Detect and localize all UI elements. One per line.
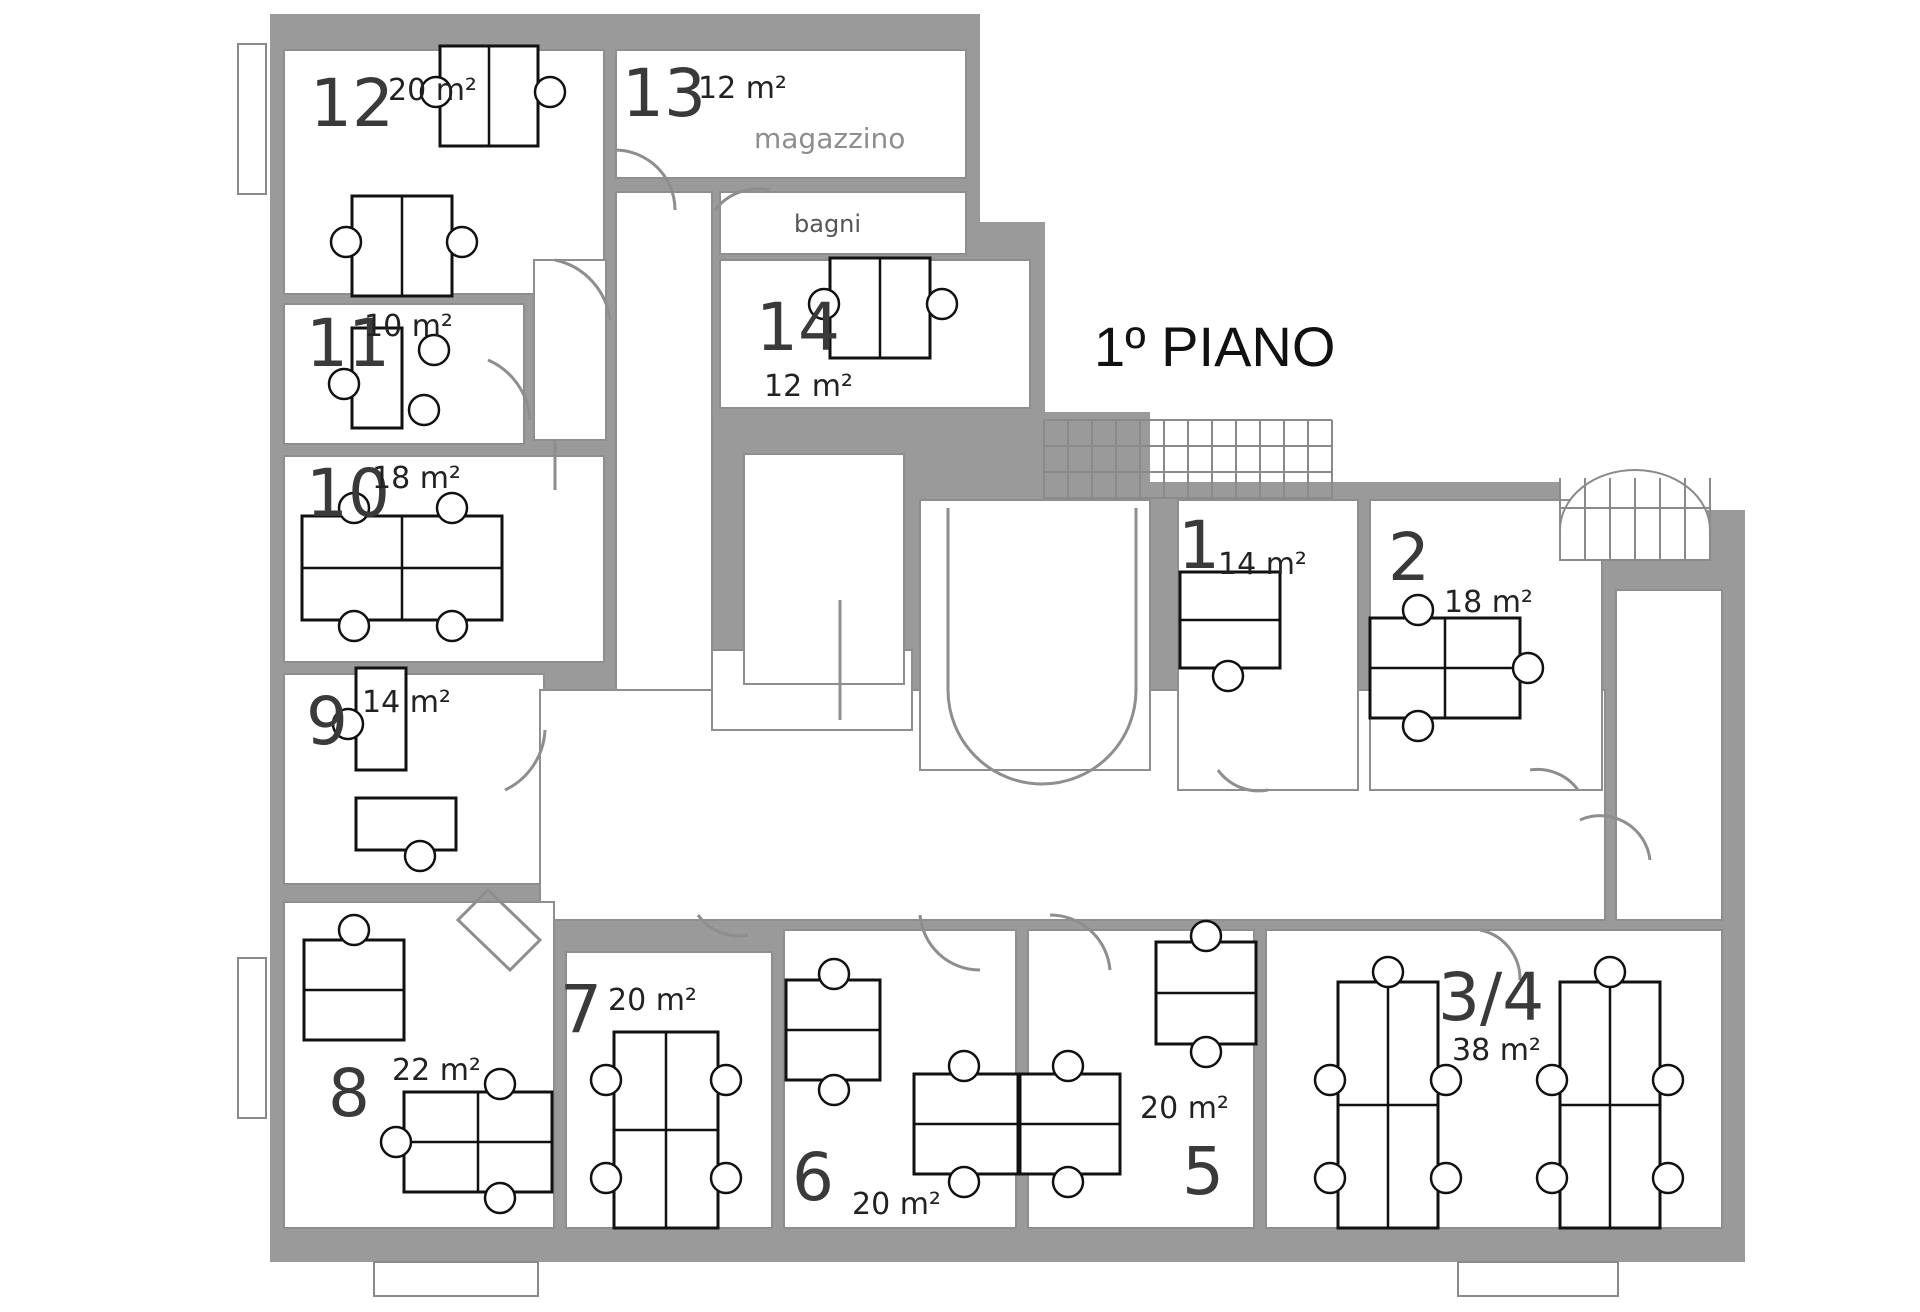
chair bbox=[329, 225, 363, 259]
bagni-label: bagni bbox=[794, 210, 861, 238]
chair bbox=[337, 609, 371, 643]
room-11-number: 11 bbox=[306, 305, 390, 382]
room-12-area: 20 m² bbox=[388, 73, 477, 108]
chair bbox=[589, 1063, 623, 1097]
desk bbox=[1018, 1072, 1122, 1176]
chair bbox=[1535, 1063, 1569, 1097]
chair bbox=[445, 225, 479, 259]
room-8-number: 8 bbox=[328, 1055, 370, 1132]
desk bbox=[354, 796, 458, 852]
room-2-number: 2 bbox=[1388, 519, 1430, 596]
chair bbox=[1051, 1049, 1085, 1083]
room-6-area: 20 m² bbox=[852, 1187, 941, 1222]
stair-and-doors bbox=[455, 148, 1652, 981]
room-10-area: 18 m² bbox=[372, 461, 461, 496]
desk bbox=[1558, 980, 1662, 1230]
chair bbox=[1371, 955, 1405, 989]
chair bbox=[709, 1161, 743, 1195]
chair bbox=[1593, 955, 1627, 989]
desk bbox=[300, 514, 504, 622]
chair bbox=[947, 1165, 981, 1199]
desk bbox=[350, 194, 454, 298]
room-1-number: 1 bbox=[1178, 507, 1220, 584]
room-9-number: 9 bbox=[306, 683, 348, 760]
chair bbox=[379, 1125, 413, 1159]
chair bbox=[1651, 1063, 1685, 1097]
terrace-grid bbox=[1043, 419, 1333, 499]
chair bbox=[407, 393, 441, 427]
room-3-4-number: 3/4 bbox=[1438, 959, 1544, 1036]
desk bbox=[1178, 570, 1282, 670]
room-13-number: 13 bbox=[622, 55, 706, 132]
desk bbox=[1368, 616, 1522, 720]
desk bbox=[612, 1030, 720, 1230]
chair bbox=[337, 491, 371, 525]
room-13-label: magazzino bbox=[754, 122, 905, 155]
furniture bbox=[300, 44, 1685, 1230]
chair bbox=[419, 75, 453, 109]
room-5-number: 5 bbox=[1182, 1133, 1224, 1210]
room-14-area: 12 m² bbox=[764, 369, 853, 404]
chair bbox=[1211, 659, 1245, 693]
room-10-number: 10 bbox=[306, 455, 390, 532]
chair bbox=[403, 839, 437, 873]
chair bbox=[589, 1161, 623, 1195]
chair bbox=[1189, 919, 1223, 953]
room-7-number: 7 bbox=[560, 971, 602, 1048]
chair bbox=[435, 491, 469, 525]
chair bbox=[1051, 1165, 1085, 1199]
room-labels: 12 20 m² 13 12 m² magazzino bagni 14 12 … bbox=[306, 55, 1544, 1222]
chair bbox=[817, 957, 851, 991]
room-14-number: 14 bbox=[756, 289, 840, 366]
room-12-number: 12 bbox=[310, 65, 394, 142]
chair bbox=[483, 1181, 517, 1215]
room-9-area: 14 m² bbox=[362, 685, 451, 720]
room-8-area: 22 m² bbox=[392, 1053, 481, 1088]
room-5-area: 20 m² bbox=[1140, 1091, 1229, 1126]
room-7-area: 20 m² bbox=[608, 983, 697, 1018]
corner-grid bbox=[1559, 469, 1711, 561]
desk bbox=[784, 978, 882, 1082]
chair bbox=[533, 75, 567, 109]
chair bbox=[1651, 1161, 1685, 1195]
room-3-4-area: 38 m² bbox=[1452, 1033, 1541, 1068]
room-11-area: 10 m² bbox=[364, 309, 453, 344]
chair bbox=[417, 333, 451, 367]
desk-top bbox=[354, 796, 458, 852]
chair bbox=[1429, 1161, 1463, 1195]
desk bbox=[302, 938, 406, 1042]
chair bbox=[817, 1073, 851, 1107]
room-1-area: 14 m² bbox=[1218, 547, 1307, 582]
chair bbox=[327, 367, 361, 401]
chair bbox=[337, 913, 371, 947]
chair bbox=[483, 1067, 517, 1101]
chair bbox=[1189, 1035, 1223, 1069]
chair bbox=[1511, 651, 1545, 685]
floor-label: 1º PIANO bbox=[1094, 315, 1335, 378]
chair bbox=[807, 287, 841, 321]
room-13-area: 12 m² bbox=[698, 71, 787, 106]
chair bbox=[1313, 1161, 1347, 1195]
desk bbox=[1336, 980, 1440, 1230]
chair bbox=[947, 1049, 981, 1083]
chair bbox=[1535, 1161, 1569, 1195]
desk bbox=[912, 1072, 1020, 1176]
chair bbox=[435, 609, 469, 643]
balconies bbox=[237, 43, 1619, 1297]
chair bbox=[1313, 1063, 1347, 1097]
chair bbox=[1401, 593, 1435, 627]
desk bbox=[354, 666, 408, 772]
desk bbox=[828, 256, 932, 360]
desk bbox=[402, 1090, 554, 1194]
desk-top bbox=[354, 666, 408, 772]
chair bbox=[1401, 709, 1435, 743]
room-6-number: 6 bbox=[792, 1139, 834, 1216]
room-2-area: 18 m² bbox=[1444, 585, 1533, 620]
chair bbox=[1429, 1063, 1463, 1097]
chair bbox=[925, 287, 959, 321]
chair bbox=[331, 707, 365, 741]
desk bbox=[1154, 940, 1258, 1046]
chair bbox=[709, 1063, 743, 1097]
